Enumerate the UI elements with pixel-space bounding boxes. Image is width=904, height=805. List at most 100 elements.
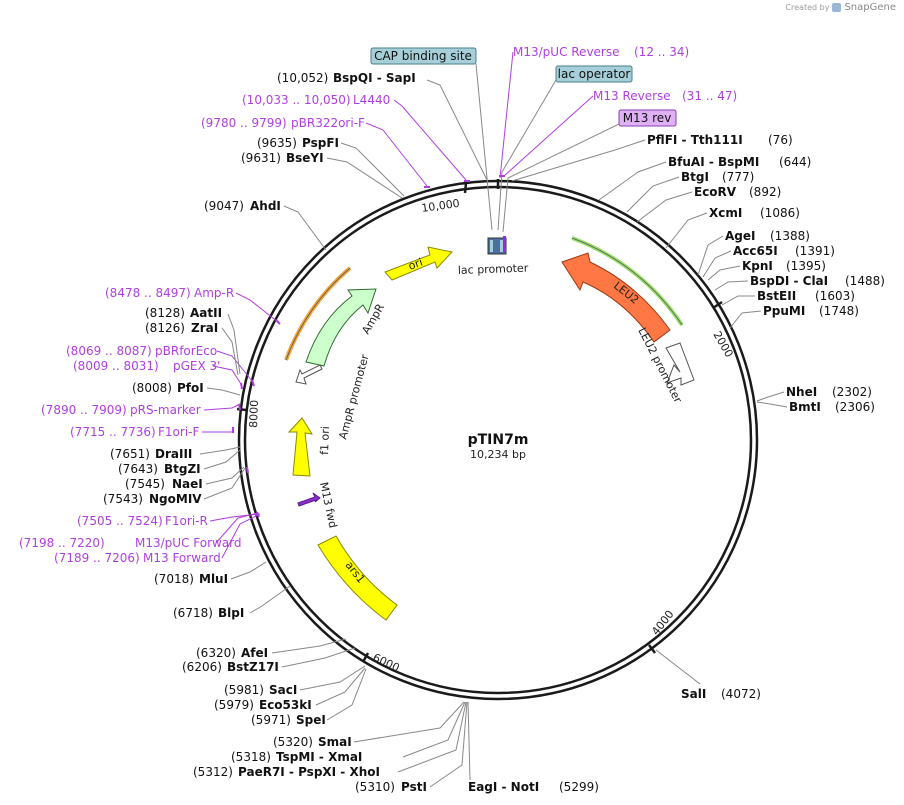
svg-text:(8478 .. 8497): (8478 .. 8497) xyxy=(105,286,191,300)
svg-text:PflFI - Tth111I: PflFI - Tth111I xyxy=(647,133,743,147)
primer-l4440[interactable]: (10,033 .. 10,050) L4440 xyxy=(242,93,467,181)
primer-m13-puc-reverse[interactable]: M13/pUC Reverse (12 .. 34) xyxy=(499,45,689,179)
enzyme-blpi[interactable]: (6718) BlpI xyxy=(173,585,291,620)
primer-f1ori-f[interactable]: (7715 .. 7736) F1ori-F xyxy=(70,425,235,439)
svg-text:(1748): (1748) xyxy=(819,304,859,318)
feature-lac-promoter[interactable]: lac promoter xyxy=(458,236,529,277)
enzyme-ngomiv[interactable]: (7543) NgoMIV xyxy=(103,467,246,506)
svg-text:(8008): (8008) xyxy=(132,381,172,395)
boxed-lac-operator[interactable]: lac operator xyxy=(497,65,633,231)
enzyme-agei[interactable]: AgeI (1388) xyxy=(697,229,810,276)
svg-text:L4440: L4440 xyxy=(353,93,390,107)
svg-text:(5971): (5971) xyxy=(251,713,291,727)
svg-text:BstEII: BstEII xyxy=(757,289,796,303)
enzyme-nhei[interactable]: NheI (2302) xyxy=(756,385,872,402)
svg-text:(2302): (2302) xyxy=(832,385,872,399)
svg-text:BfuAI - BspMI: BfuAI - BspMI xyxy=(668,155,759,169)
boxed-cap-binding-site[interactable]: CAP binding site xyxy=(370,47,493,231)
plasmid-title: pTIN7m 10,234 bp xyxy=(468,432,529,461)
enzyme-bspqi-sapi[interactable]: (10,052) BspQI - SapI xyxy=(277,71,489,183)
svg-text:(1086): (1086) xyxy=(760,206,800,220)
primer-f1ori-r[interactable]: (7505 .. 7524) F1ori-R xyxy=(77,513,261,528)
enzyme-ahdi[interactable]: (9047) AhdI xyxy=(204,199,327,251)
svg-text:(7189 .. 7206): (7189 .. 7206) xyxy=(54,551,140,565)
enzyme-sali[interactable]: SalI (4072) xyxy=(655,649,761,701)
primer-pgex-3[interactable]: (8009 .. 8031) pGEX 3' xyxy=(73,359,242,385)
enzyme-aatii[interactable]: (8128) AatII xyxy=(145,306,241,375)
enzyme-bstz17i[interactable]: (6206) BstZ17I xyxy=(182,647,356,674)
primer-marks xyxy=(232,175,505,518)
svg-text:PpuMI: PpuMI xyxy=(763,304,805,318)
feature-m13-fwd[interactable]: M13 fwd xyxy=(297,481,339,529)
feature-ori[interactable]: ori xyxy=(384,246,453,281)
enzyme-zrai[interactable]: (8126) ZraI xyxy=(145,321,239,376)
snapgene-logo-icon xyxy=(832,3,842,12)
enzyme-btgi[interactable]: BtgI (777) xyxy=(626,170,754,213)
svg-text:pBR322ori-F: pBR322ori-F xyxy=(291,116,365,130)
feature-ars1[interactable]: ars1 xyxy=(317,535,398,621)
primer-amp-r[interactable]: (8478 .. 8497) Amp-R xyxy=(105,286,279,323)
enzyme-bfuai-bspmi[interactable]: BfuAI - BspMI (644) xyxy=(598,155,811,201)
svg-text:F1ori-R: F1ori-R xyxy=(165,514,208,528)
svg-text:BmtI: BmtI xyxy=(789,400,821,414)
feature-leu2-promoter[interactable]: LEU2 promoter xyxy=(635,325,695,405)
svg-text:PspFI: PspFI xyxy=(302,136,339,150)
enzyme-xcmi[interactable]: XcmI (1086) xyxy=(665,206,800,249)
feature-f1-ori[interactable]: f1 ori xyxy=(287,417,332,477)
enzyme-psti[interactable]: (5310) PstI xyxy=(355,701,468,794)
boxed-m13-rev[interactable]: M13 rev xyxy=(502,109,677,233)
primer-prs-marker[interactable]: (7890 .. 7909) pRS-marker xyxy=(41,403,241,417)
svg-text:EcoRV: EcoRV xyxy=(694,185,737,199)
svg-text:AfeI: AfeI xyxy=(241,646,268,660)
svg-text:AhdI: AhdI xyxy=(250,199,281,213)
svg-text:(7543): (7543) xyxy=(103,492,143,506)
tick-label-8000: 8000 xyxy=(247,400,261,428)
feature-label-ori: ori xyxy=(407,256,425,273)
enzyme-acc65i[interactable]: Acc65I (1391) xyxy=(702,244,835,278)
enzyme-pflfi-tth111i[interactable]: PflFI - Tth111I (76) xyxy=(511,133,793,182)
svg-text:(7651): (7651) xyxy=(110,447,150,461)
enzyme-smai[interactable]: (5320) SmaI xyxy=(273,701,465,749)
credit-text: Created by xyxy=(785,3,830,12)
enzyme-eagi-noti[interactable]: EagI - NotI (5299) xyxy=(467,701,599,794)
svg-text:EagI - NotI: EagI - NotI xyxy=(468,780,539,794)
enzyme-tspmi-xmai[interactable]: (5318) TspMI - XmaI xyxy=(231,701,466,764)
enzyme-naei[interactable]: (7545) NaeI xyxy=(125,466,245,491)
svg-text:(777): (777) xyxy=(722,170,754,184)
primer-pbr322ori-f[interactable]: (9780 .. 9799) pBR322ori-F xyxy=(201,116,428,187)
enzyme-pspfi[interactable]: (9635) PspFI xyxy=(257,136,405,197)
enzyme-eco53ki[interactable]: (5979) Eco53kI xyxy=(214,667,366,712)
enzyme-mlui[interactable]: (7018) MluI xyxy=(154,561,267,586)
svg-text:(7545): (7545) xyxy=(125,477,165,491)
primer-pbrforeco[interactable]: (8069 .. 8087) pBRforEco xyxy=(66,344,253,382)
enzyme-bseyi[interactable]: (9631) BseYI xyxy=(241,151,403,199)
svg-text:(5310): (5310) xyxy=(355,780,395,794)
enzyme-kpni[interactable]: KpnI (1395) xyxy=(707,259,826,281)
svg-text:(7643): (7643) xyxy=(118,462,158,476)
enzyme-bmti[interactable]: BmtI (2306) xyxy=(756,400,875,414)
leu2-track-edge xyxy=(571,237,683,326)
enzyme-bspdi-clai[interactable]: BspDI - ClaI (1488) xyxy=(714,274,885,291)
enzyme-paer7i-pspxi-xhoi[interactable]: (5312) PaeR7I - PspXI - XhoI xyxy=(193,701,467,779)
primer-m13-reverse[interactable]: M13 Reverse (31 .. 47) xyxy=(503,89,737,177)
svg-text:(1603): (1603) xyxy=(815,289,855,303)
enzyme-bsteii[interactable]: BstEII (1603) xyxy=(721,289,855,306)
enzyme-ecorv[interactable]: EcoRV (892) xyxy=(636,185,781,223)
enzyme-draiii[interactable]: (7651) DraIII xyxy=(110,446,241,461)
enzyme-saci[interactable]: (5981) SacI xyxy=(224,665,366,697)
primer-m13-forward[interactable]: (7189 .. 7206) M13 Forward xyxy=(54,514,259,565)
feature-leu2[interactable]: LEU2 xyxy=(561,252,671,343)
enzyme-pfoi[interactable]: (8008) PfoI xyxy=(132,381,241,396)
enzyme-spei[interactable]: (5971) SpeI xyxy=(251,668,367,727)
primer-m13-puc-forward[interactable]: (7198 .. 7220) M13/pUC Forward xyxy=(19,512,259,550)
svg-text:PaeR7I - PspXI - XhoI: PaeR7I - PspXI - XhoI xyxy=(238,765,380,779)
svg-text:AatII: AatII xyxy=(190,306,222,320)
svg-text:pBRforEco: pBRforEco xyxy=(155,344,217,358)
svg-text:(8069 .. 8087): (8069 .. 8087) xyxy=(66,344,152,358)
svg-text:(1388): (1388) xyxy=(770,229,810,243)
enzyme-ppumi[interactable]: PpuMI (1748) xyxy=(729,304,859,329)
enzyme-btgzi[interactable]: (7643) BtgZI xyxy=(118,449,241,476)
amp-r-track-edge xyxy=(285,267,351,361)
enzyme-afei[interactable]: (6320) AfeI xyxy=(196,638,347,660)
svg-text:PfoI: PfoI xyxy=(177,381,204,395)
